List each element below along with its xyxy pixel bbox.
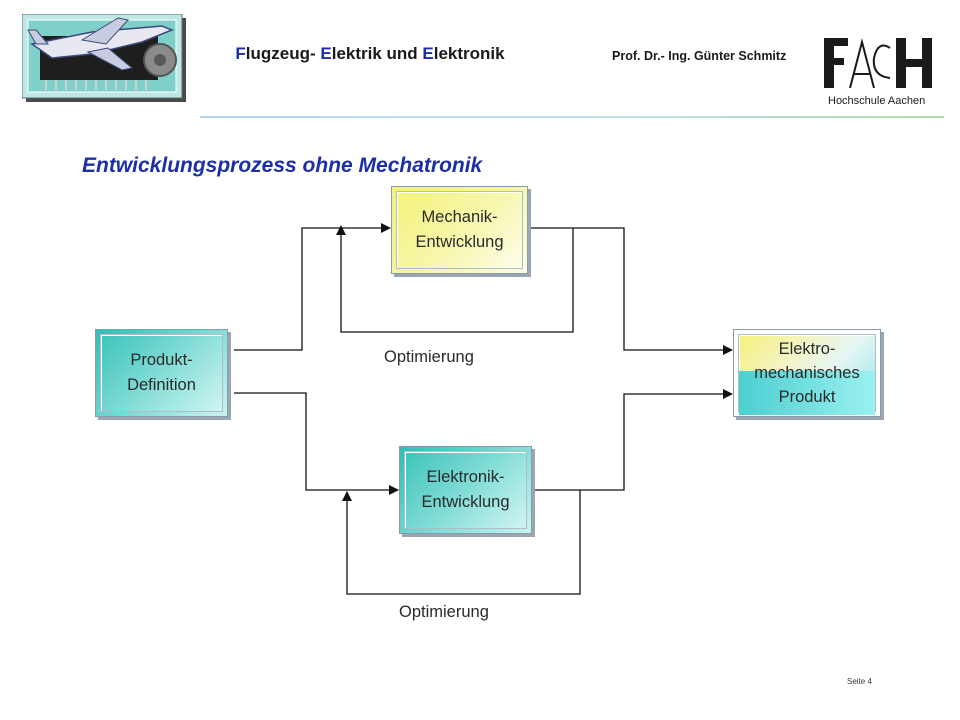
- box-label: Entwicklung: [421, 493, 510, 511]
- title-part: F: [235, 44, 246, 63]
- author-name: Prof. Dr.- Ing. Günter Schmitz: [612, 49, 787, 63]
- connector-elektronik-to-produkt: [530, 389, 733, 491]
- box-label: Elektronik-: [426, 468, 505, 486]
- connector-mechanik-to-produkt: [526, 227, 733, 355]
- chip-airplane-logo: [21, 13, 190, 106]
- optimization-label-top: Optimierung: [384, 348, 474, 366]
- box-label: Mechanik-: [421, 208, 498, 226]
- title-part: lugzeug-: [245, 44, 321, 63]
- fh-aachen-logo: Hochschule Aachen: [824, 36, 934, 112]
- title-part: E: [320, 44, 332, 63]
- box-label: Produkt: [778, 388, 836, 406]
- connector-to-mechanik: [234, 223, 391, 351]
- title-part: lektronik: [433, 44, 505, 63]
- box-label: Produkt-: [130, 351, 193, 369]
- connector-to-elektronik: [234, 392, 399, 495]
- optimization-label-bottom: Optimierung: [399, 603, 489, 621]
- page-number: Seite 4: [847, 677, 872, 686]
- title-part: lektrik und: [331, 44, 423, 63]
- box-label: Entwicklung: [415, 233, 504, 251]
- optimization-loop-mechanik: [336, 225, 574, 333]
- optimization-loop-elektronik: [342, 490, 581, 595]
- produkt-definition-box: Produkt- Definition: [95, 329, 228, 417]
- elektronik-entwicklung-box: Elektronik- Entwicklung: [399, 446, 532, 534]
- box-label: Elektro-: [778, 340, 836, 358]
- slide-title: Entwicklungsprozess ohne Mechatronik: [82, 154, 483, 177]
- elektromechanisches-produkt-box: Elektro- mechanisches Produkt: [733, 329, 881, 417]
- title-part: E: [422, 44, 434, 63]
- mechanik-entwicklung-box: Mechanik- Entwicklung: [391, 186, 528, 274]
- course-title: Flugzeug- Elektrik und Elektronik: [150, 44, 590, 64]
- box-label: Definition: [127, 376, 196, 394]
- header-divider: [200, 116, 944, 118]
- box-label: mechanisches: [754, 364, 860, 382]
- logo-subtitle: Hochschule Aachen: [828, 95, 925, 107]
